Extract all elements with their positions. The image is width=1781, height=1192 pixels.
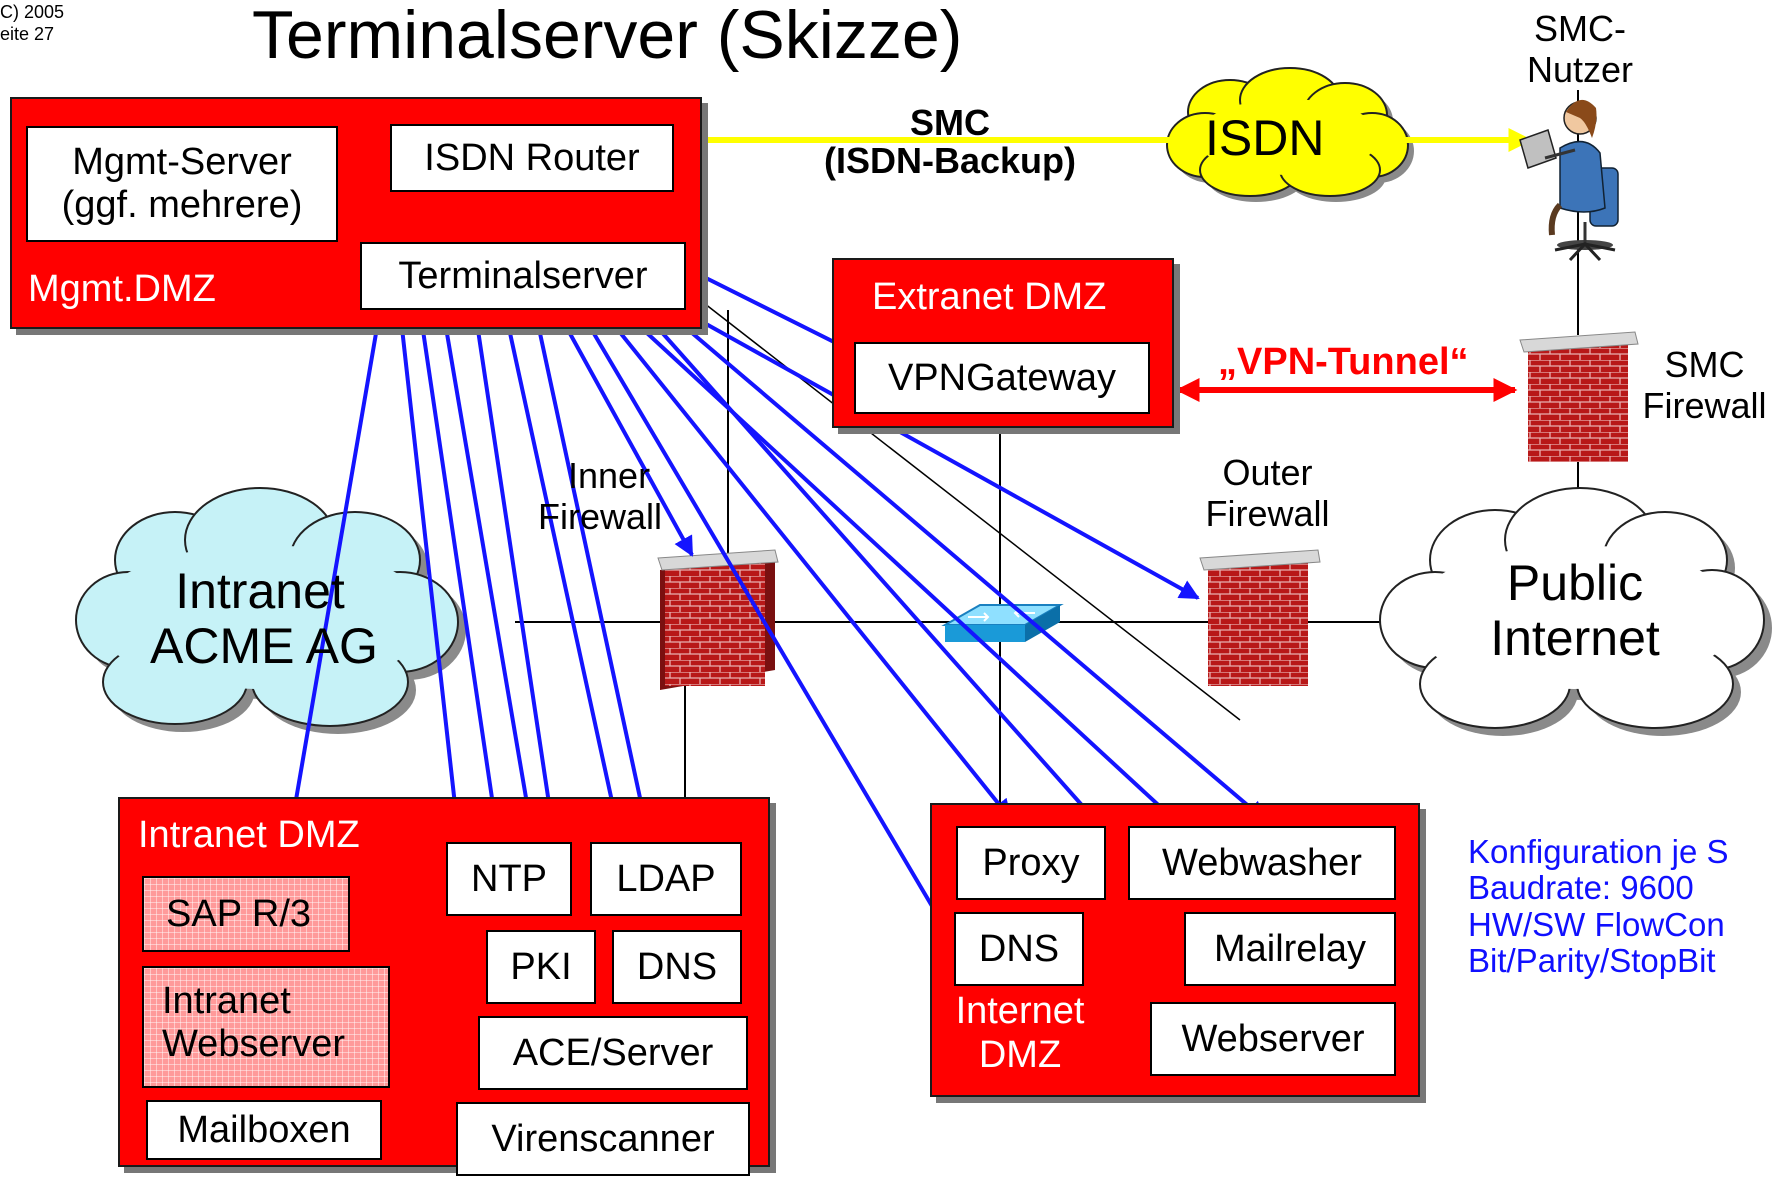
vpn-tunnel-label: „VPN-Tunnel“ xyxy=(1218,341,1469,383)
outer-firewall-icon xyxy=(1199,549,1321,686)
isdn-cloud xyxy=(1166,67,1414,202)
mgmt-dmz-label: Mgmt.DMZ xyxy=(28,268,216,310)
virenscanner-box[interactable]: Virenscanner xyxy=(456,1102,750,1176)
config-note: Konfiguration je S Baudrate: 9600 HW/SW … xyxy=(1468,833,1729,979)
proxy-box[interactable]: Proxy xyxy=(956,826,1106,900)
page-title: Terminalserver (Skizze) xyxy=(252,0,963,73)
intranet-cloud xyxy=(75,487,466,734)
ldap-box[interactable]: LDAP xyxy=(590,842,742,916)
outer-firewall-line1: Outer xyxy=(1222,452,1313,493)
vpn-gateway-box[interactable]: VPNGateway xyxy=(854,342,1150,414)
mgmt-server-box[interactable]: Mgmt-Server (ggf. mehrere) xyxy=(26,126,338,242)
smc-link-line2: (ISDN-Backup) xyxy=(823,139,1077,181)
isdn-cloud-label: ISDN xyxy=(1205,110,1325,166)
inner-firewall-line1: Inner xyxy=(568,455,651,496)
outer-firewall-line2: Firewall xyxy=(1205,493,1330,535)
ntp-box[interactable]: NTP xyxy=(446,842,572,916)
inner-firewall-label: Inner Firewall xyxy=(538,455,662,538)
public-internet-label: Public Internet xyxy=(1465,556,1685,666)
intranet-cloud-line1: Intranet xyxy=(175,563,345,619)
public-internet-cloud xyxy=(1379,487,1772,736)
mailboxen-box[interactable]: Mailboxen xyxy=(146,1100,382,1160)
config-note-line1: Konfiguration je S xyxy=(1468,833,1729,870)
smc-user-line2: Nutzer xyxy=(1526,49,1634,91)
dns-internet-box[interactable]: DNS xyxy=(954,912,1084,986)
config-note-line3: HW/SW FlowCon xyxy=(1468,905,1725,943)
smc-firewall-label: SMC Firewall xyxy=(1632,344,1777,427)
extranet-dmz-label: Extranet DMZ xyxy=(872,276,1107,318)
smc-link-label: SMC (ISDN-Backup) xyxy=(800,104,1100,180)
corner-note: C) 2005 eite 27 xyxy=(0,2,64,45)
smc-user-label: SMC- Nutzer xyxy=(1515,8,1645,91)
internet-dmz-label: Internet DMZ xyxy=(945,990,1095,1077)
corner-note-line1: C) 2005 xyxy=(0,2,65,22)
smc-firewall-line2: Firewall xyxy=(1642,385,1767,427)
dns-intranet-box[interactable]: DNS xyxy=(612,930,742,1004)
ace-server-box[interactable]: ACE/Server xyxy=(478,1016,748,1090)
pki-box[interactable]: PKI xyxy=(486,930,596,1004)
config-note-line4: Bit/Parity/StopBit xyxy=(1468,941,1716,979)
smc-link-line1: SMC xyxy=(910,102,990,143)
sap-box[interactable]: SAP R/3 xyxy=(142,876,350,952)
mgmt-server-line1: Mgmt-Server xyxy=(72,141,292,183)
smc-firewall-line1: SMC xyxy=(1664,344,1745,385)
webserver-internet-box[interactable]: Webserver xyxy=(1150,1002,1396,1076)
smc-user-icon xyxy=(1519,99,1619,262)
public-internet-line2: Internet xyxy=(1490,610,1660,666)
inner-firewall-line2: Firewall xyxy=(538,496,663,538)
mgmt-server-line2: (ggf. mehrere) xyxy=(61,184,303,226)
isdn-router-box[interactable]: ISDN Router xyxy=(390,124,674,192)
intranet-cloud-line2: ACME AG xyxy=(150,618,378,674)
internet-dmz-line2: DMZ xyxy=(978,1033,1062,1076)
intranet-cloud-label: Intranet ACME AG xyxy=(150,563,378,674)
smc-user-line1: SMC- xyxy=(1534,8,1626,49)
intranet-dmz-label: Intranet DMZ xyxy=(138,814,360,856)
public-internet-line1: Public xyxy=(1506,555,1644,611)
config-note-line2: Baudrate: 9600 xyxy=(1468,869,1694,907)
intranet-webserver-line1: Intranet xyxy=(162,980,291,1022)
intranet-webserver-line2: Webserver xyxy=(162,1022,346,1065)
corner-note-line2: eite 27 xyxy=(0,23,55,44)
webwasher-box[interactable]: Webwasher xyxy=(1128,826,1396,900)
smc-firewall-icon xyxy=(1519,331,1639,462)
mailrelay-box[interactable]: Mailrelay xyxy=(1184,912,1396,986)
intranet-webserver-box[interactable]: Intranet Webserver xyxy=(142,966,390,1088)
terminalserver-box[interactable]: Terminalserver xyxy=(360,242,686,310)
internet-dmz-line1: Internet xyxy=(955,990,1085,1032)
outer-firewall-label: Outer Firewall xyxy=(1190,452,1345,535)
inner-firewall-icon xyxy=(657,549,779,690)
